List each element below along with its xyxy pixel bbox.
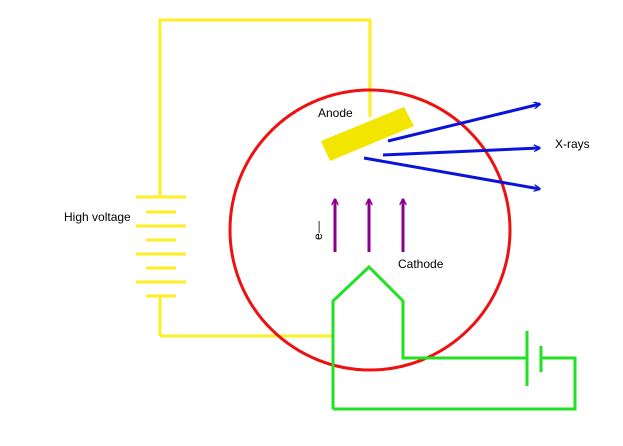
xray-arrow-up [387,104,540,143]
hv-wire-top [158,18,372,197]
electron-arrows [335,199,403,252]
electron-symbol: e — [311,221,325,240]
anode-plate [321,107,414,161]
filament-return-wire [333,356,577,411]
xray-arrow-down [363,156,540,189]
high-voltage-circuit [158,18,372,338]
electron-label: e [311,233,325,240]
high-voltage-label: High voltage [64,210,131,224]
xrays-label: X-rays [555,137,590,151]
filament-circuit [331,264,577,411]
cathode-label: Cathode [398,257,444,271]
anode-label: Anode [318,106,353,120]
high-voltage-battery [136,195,186,298]
xray-arrows [363,104,540,189]
tube-envelope [228,88,512,372]
xray-arrow-middle [382,148,540,157]
cathode-filament [331,264,527,409]
electron-charge-bar: — [311,221,325,233]
